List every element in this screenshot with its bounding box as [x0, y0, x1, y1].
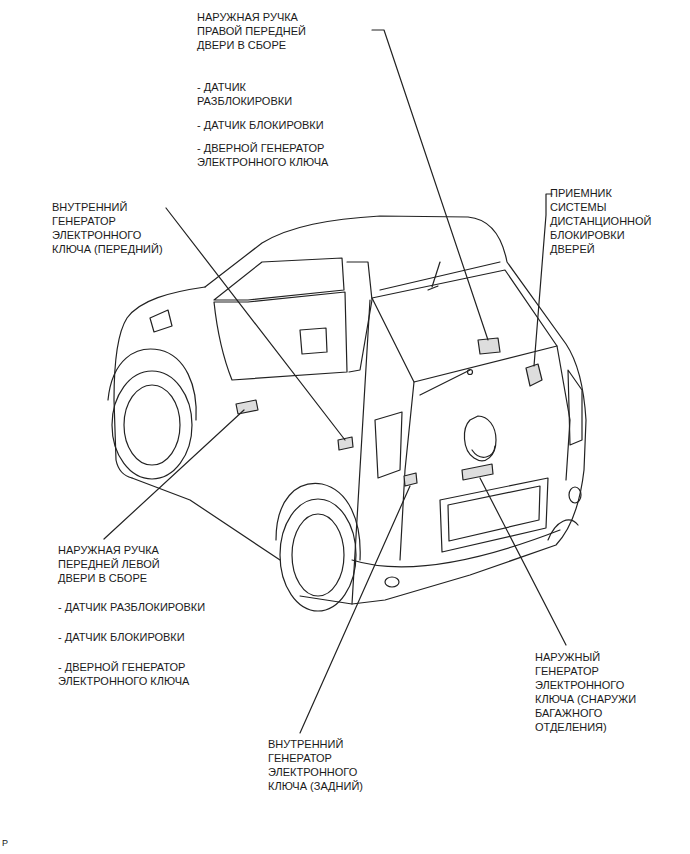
part-label: - ДВЕРНОЙ ГЕНЕРАТОР ЭЛЕКТРОННОГО КЛЮЧА	[197, 141, 347, 169]
figure-code: P	[2, 838, 22, 848]
part-label: ВНУТРЕННИЙ ГЕНЕРАТОР ЭЛЕКТРОННОГО КЛЮЧА …	[268, 737, 372, 793]
part-label: НАРУЖНАЯ РУЧКА ПЕРЕДНЕЙ ЛЕВОЙ ДВЕРИ В СБ…	[58, 543, 172, 585]
part-label: - ДАТЧИК РАЗБЛОКИРОВКИ	[58, 600, 258, 614]
part-label: НАРУЖНАЯ РУЧКА ПРАВОЙ ПЕРЕДНЕЙ ДВЕРИ В С…	[197, 10, 319, 52]
part-label: ВНУТРЕННИЙ ГЕНЕРАТОР ЭЛЕКТРОННОГО КЛЮЧА …	[52, 200, 164, 256]
part-label: - ДАТЧИК РАЗБЛОКИРОВКИ	[197, 80, 309, 108]
part-label: - ДВЕРНОЙ ГЕНЕРАТОР ЭЛЕКТРОННОГО КЛЮЧА	[58, 660, 208, 688]
part-label: ПРИЕМНИК СИСТЕМЫ ДИСТАНЦИОННОЙ БЛОКИРОВК…	[550, 186, 654, 256]
part-label: НАРУЖНЫЙ ГЕНЕРАТОР ЭЛЕКТРОННОГО КЛЮЧА (С…	[535, 650, 653, 734]
part-label: - ДАТЧИК БЛОКИРОВКИ	[197, 118, 367, 132]
part-label: - ДАТЧИК БЛОКИРОВКИ	[58, 630, 258, 644]
